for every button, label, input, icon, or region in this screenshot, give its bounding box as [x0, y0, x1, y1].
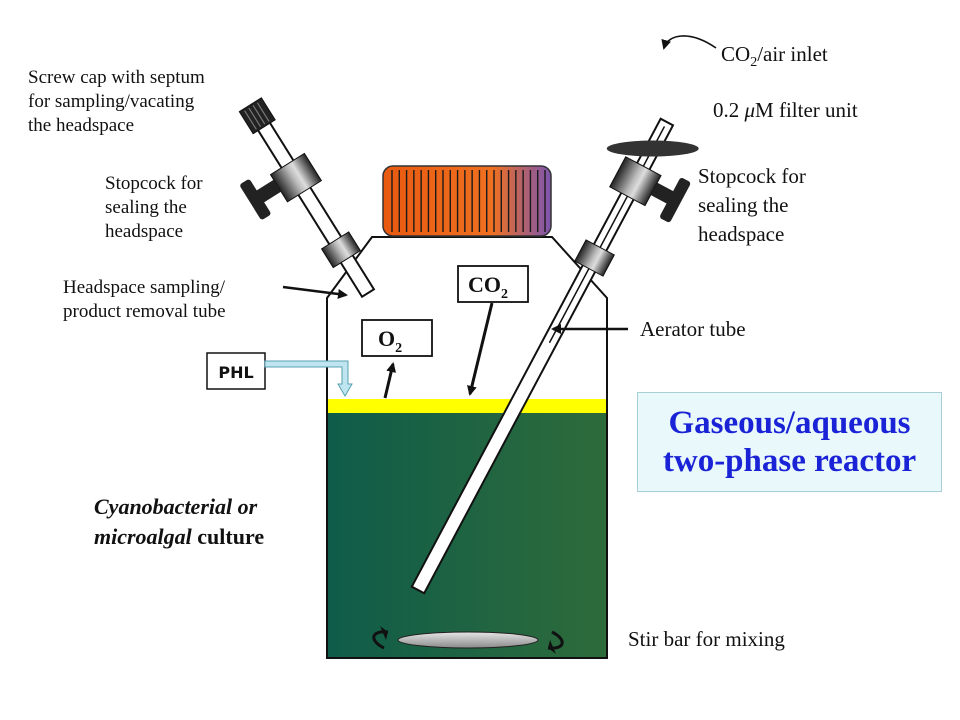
stopcock-left-label: Stopcock for sealing the headspace: [105, 173, 203, 242]
co2-box: [457, 265, 529, 303]
co2-label: CO2: [468, 272, 508, 302]
co2-inlet-label: CO2/air inlet: [721, 42, 828, 71]
stir-bar: [372, 626, 564, 654]
o2-label: O2: [378, 326, 402, 356]
title-box: Gaseous/aqueous two-phase reactor: [637, 392, 942, 492]
sampling-tube-pointer: [282, 285, 348, 299]
o2-arrow: [383, 362, 397, 399]
stopcock-left: [269, 152, 323, 203]
aerator-tube-body: [410, 117, 675, 595]
right-tube-assembly: [410, 117, 699, 595]
sampling-tube-label: Headspace sampling/ product removal tube: [63, 277, 226, 322]
filter-disk: [606, 140, 699, 157]
title-line-2: two-phase reactor: [662, 443, 917, 479]
product-layer: [327, 399, 607, 413]
screw-cap-septum: [238, 97, 276, 135]
aerator-tube-label: Aerator tube: [640, 317, 746, 341]
title-line-1: Gaseous/aqueous: [668, 405, 911, 441]
left-tube-assembly: [238, 97, 376, 299]
bottle-cap: [382, 165, 552, 237]
co2-inlet-arrow: [661, 35, 717, 50]
phl-label: PHL: [218, 363, 253, 382]
culture-liquid: [327, 413, 607, 658]
culture-label: Cyanobacterial or microalgal culture: [94, 494, 265, 549]
o2-box: [361, 319, 433, 357]
phl-arrow: [264, 360, 353, 397]
headspace-sampling-tube: [254, 118, 376, 299]
phl-box: [206, 352, 266, 390]
co2-arrow: [467, 302, 494, 396]
stopcock-right-label: Stopcock for sealing the headspace: [698, 164, 806, 246]
screw-cap-label: Screw cap with septum for sampling/vacat…: [28, 67, 205, 136]
filter-unit-label: 0.2 μM filter unit: [713, 98, 858, 122]
stir-bar-label: Stir bar for mixing: [628, 627, 785, 651]
